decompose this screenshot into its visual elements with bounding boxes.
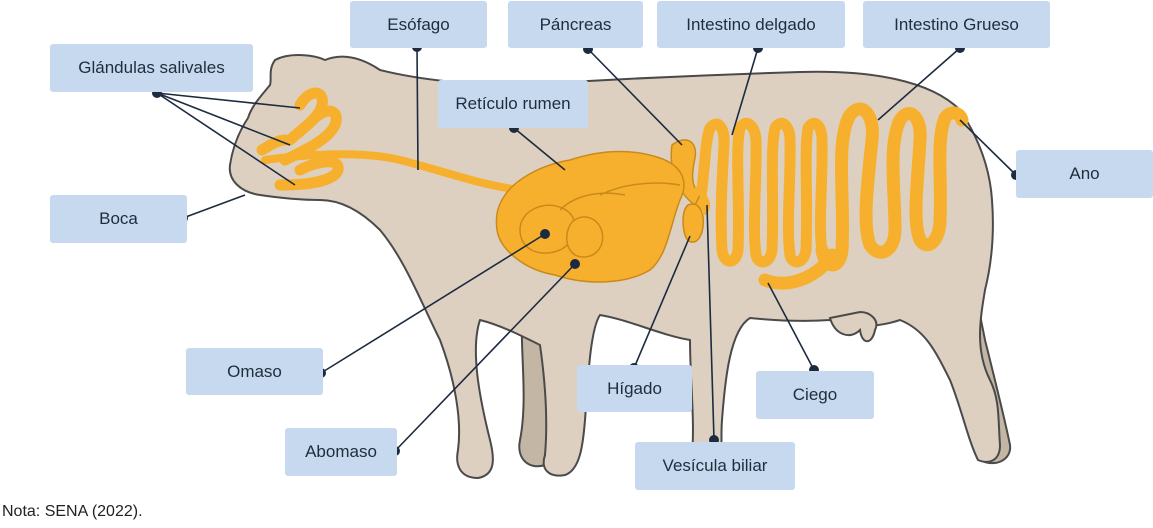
label-vesicula-biliar: Vesícula biliar: [635, 442, 795, 490]
label-pancreas: Páncreas: [508, 1, 643, 48]
label-esofago: Esófago: [350, 1, 487, 48]
digestive-organs: [256, 87, 969, 290]
cow-udder: [828, 310, 878, 343]
label-higado: Hígado: [577, 365, 692, 412]
abomaso: [565, 216, 604, 258]
label-glandulas-salivales: Glándulas salivales: [50, 44, 253, 92]
label-ano: Ano: [1016, 150, 1153, 198]
label-intestino-grueso: Intestino Grueso: [863, 1, 1050, 48]
label-boca: Boca: [50, 195, 187, 243]
cecum: [758, 248, 839, 290]
esophagus: [261, 150, 524, 194]
label-omaso: Omaso: [186, 348, 323, 395]
leader-lines: [156, 46, 1017, 452]
large-intestine: [815, 102, 969, 272]
small-intestine: [694, 117, 828, 268]
label-abomaso: Abomaso: [285, 428, 397, 476]
label-reticulo-rumen: Retículo rumen: [438, 80, 588, 128]
salivary-glands: [274, 87, 344, 191]
label-ciego: Ciego: [756, 371, 874, 419]
label-intestino-delgado: Intestino delgado: [657, 1, 845, 48]
source-note: Nota: SENA (2022).: [2, 503, 143, 520]
liver: [682, 203, 704, 243]
omaso: [519, 204, 576, 254]
